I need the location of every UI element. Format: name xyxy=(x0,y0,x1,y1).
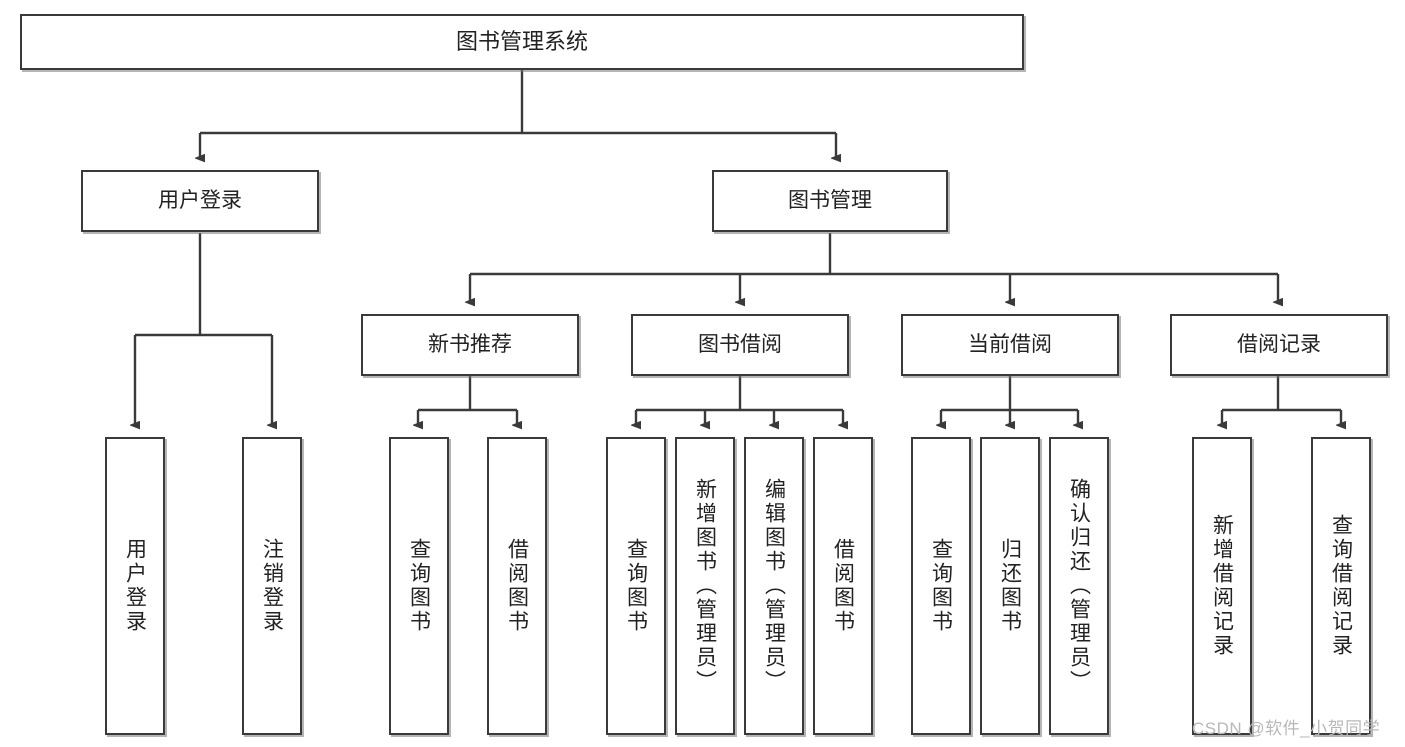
leaf-user-login-login[interactable]: 用户登录 xyxy=(105,437,165,735)
leaf-current-borrow-query-book[interactable]: 查询图书 xyxy=(911,437,971,735)
node-label: 新书推荐 xyxy=(428,332,512,356)
node-label: 当前借阅 xyxy=(968,332,1052,356)
leaf-current-borrow-confirm-return-admin[interactable]: 确认归还（管理员） xyxy=(1049,437,1109,735)
node-label: 图书管理系统 xyxy=(455,29,588,55)
node-label: 新增借阅记录 xyxy=(1210,514,1234,658)
node-book-borrow[interactable]: 图书借阅 xyxy=(631,314,849,376)
node-label: 图书借阅 xyxy=(698,332,782,356)
node-label: 查询图书 xyxy=(407,538,431,634)
node-user-login[interactable]: 用户登录 xyxy=(81,170,319,232)
csdn-watermark: CSDN @软件_小贺同学 xyxy=(1192,719,1381,738)
node-root-library-management-system[interactable]: 图书管理系统 xyxy=(20,14,1024,70)
node-label: 用户登录 xyxy=(123,538,147,634)
node-label: 确认归还（管理员） xyxy=(1067,478,1091,694)
node-label: 借阅记录 xyxy=(1237,332,1321,356)
node-label: 编辑图书（管理员） xyxy=(762,478,786,694)
leaf-new-book-borrow-book[interactable]: 借阅图书 xyxy=(487,437,547,735)
node-new-book-recommend[interactable]: 新书推荐 xyxy=(361,314,579,376)
node-label: 图书管理 xyxy=(788,188,872,212)
node-label: 查询图书 xyxy=(929,538,953,634)
leaf-book-borrow-add-book-admin[interactable]: 新增图书（管理员） xyxy=(675,437,735,735)
node-current-borrow[interactable]: 当前借阅 xyxy=(901,314,1119,376)
leaf-borrow-record-query-record[interactable]: 查询借阅记录 xyxy=(1311,437,1371,735)
leaf-current-borrow-return-book[interactable]: 归还图书 xyxy=(980,437,1040,735)
leaf-user-login-logout[interactable]: 注销登录 xyxy=(242,437,302,735)
node-label: 借阅图书 xyxy=(831,538,855,634)
node-label: 查询借阅记录 xyxy=(1329,514,1353,658)
leaf-book-borrow-borrow-book[interactable]: 借阅图书 xyxy=(813,437,873,735)
leaf-borrow-record-add-record[interactable]: 新增借阅记录 xyxy=(1192,437,1252,735)
node-book-management[interactable]: 图书管理 xyxy=(712,170,948,232)
leaf-book-borrow-query-book[interactable]: 查询图书 xyxy=(606,437,666,735)
leaf-book-borrow-edit-book-admin[interactable]: 编辑图书（管理员） xyxy=(744,437,804,735)
node-label: 借阅图书 xyxy=(505,538,529,634)
node-label: 用户登录 xyxy=(158,188,242,212)
node-label: 新增图书（管理员） xyxy=(693,478,717,694)
node-label: 注销登录 xyxy=(260,538,284,634)
leaf-new-book-query-book[interactable]: 查询图书 xyxy=(389,437,449,735)
node-borrow-record[interactable]: 借阅记录 xyxy=(1170,314,1388,376)
node-label: 查询图书 xyxy=(624,538,648,634)
node-label: 归还图书 xyxy=(998,538,1022,634)
